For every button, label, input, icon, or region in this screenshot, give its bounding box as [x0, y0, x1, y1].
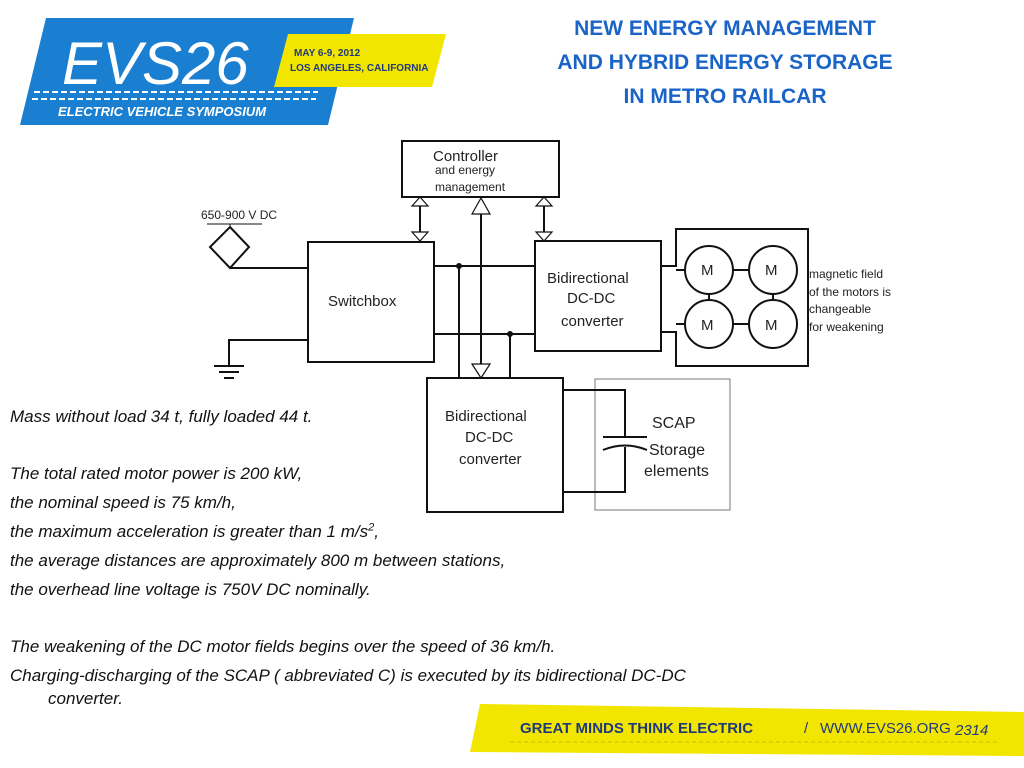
- title-line-2: AND HYBRID ENERGY STORAGE: [557, 51, 893, 74]
- footer-slogan: GREAT MINDS THINK ELECTRIC: [520, 720, 754, 737]
- footer-url: WWW.EVS26.ORG: [820, 720, 951, 737]
- scap-label-2: Storage: [649, 442, 705, 459]
- controller-label-3: management: [435, 180, 506, 194]
- motor-note-1: magnetic field: [809, 267, 883, 281]
- supply-voltage-label: 650-900 V DC: [201, 208, 277, 222]
- motor-label-1: M: [701, 262, 714, 279]
- text-nominal-speed: the nominal speed is 75 km/h,: [10, 493, 236, 512]
- controller-label-2: and energy: [435, 163, 495, 177]
- logo-subtitle: ELECTRIC VEHICLE SYMPOSIUM: [58, 104, 267, 119]
- motor-label-2: M: [765, 262, 778, 279]
- acceleration-exponent: 2: [368, 521, 375, 534]
- text-acceleration: the maximum acceleration is greater than…: [10, 521, 379, 543]
- motor-label-3: M: [701, 317, 714, 334]
- slide-number: 2314: [955, 722, 989, 739]
- bottom-converter-label-3: converter: [459, 451, 522, 468]
- evs26-logo: EVS26 MAY 6-9, 2012 LOS ANGELES, CALIFOR…: [20, 18, 446, 125]
- logo-name: EVS26: [62, 30, 249, 97]
- motor-note-2: of the motors is: [809, 285, 891, 299]
- motor-label-4: M: [765, 317, 778, 334]
- text-scap-charging-cont: converter.: [48, 689, 123, 708]
- logo-dates: MAY 6-9, 2012: [294, 48, 361, 59]
- title-line-3: IN METRO RAILCAR: [623, 85, 827, 108]
- footer-band: [470, 704, 1024, 756]
- text-field-weakening: The weakening of the DC motor fields beg…: [10, 637, 556, 656]
- scap-label-1: SCAP: [652, 415, 696, 432]
- text-mass: Mass without load 34 t, fully loaded 44 …: [10, 407, 313, 426]
- switchbox-label: Switchbox: [328, 293, 397, 310]
- text-distances: the average distances are approximately …: [10, 551, 506, 570]
- title-line-1: NEW ENERGY MANAGEMENT: [574, 17, 876, 40]
- text-scap-charging: Charging-discharging of the SCAP ( abbre…: [10, 666, 686, 685]
- bottom-converter-label-1: Bidirectional: [445, 408, 527, 425]
- system-diagram: Controller and energy management 650-900…: [201, 140, 891, 513]
- text-line-voltage: the overhead line voltage is 750V DC nom…: [10, 580, 371, 599]
- text-motor-power: The total rated motor power is 200 kW,: [10, 464, 303, 483]
- slide-title: NEW ENERGY MANAGEMENT AND HYBRID ENERGY …: [520, 12, 930, 114]
- top-converter-label-2: DC-DC: [567, 290, 615, 307]
- acceleration-suffix: ,: [374, 522, 379, 541]
- controller-label: Controller: [433, 148, 498, 165]
- acceleration-text: the maximum acceleration is greater than…: [10, 522, 369, 541]
- scap-label-3: elements: [644, 463, 709, 480]
- motor-note-4: for weakening: [809, 320, 884, 334]
- motor-note-3: changeable: [809, 302, 871, 316]
- logo-location: LOS ANGELES, CALIFORNIA: [290, 63, 429, 74]
- top-converter-label-1: Bidirectional: [547, 270, 629, 287]
- bottom-converter-label-2: DC-DC: [465, 429, 513, 446]
- footer-separator: /: [804, 720, 809, 737]
- top-converter-label-3: converter: [561, 313, 624, 330]
